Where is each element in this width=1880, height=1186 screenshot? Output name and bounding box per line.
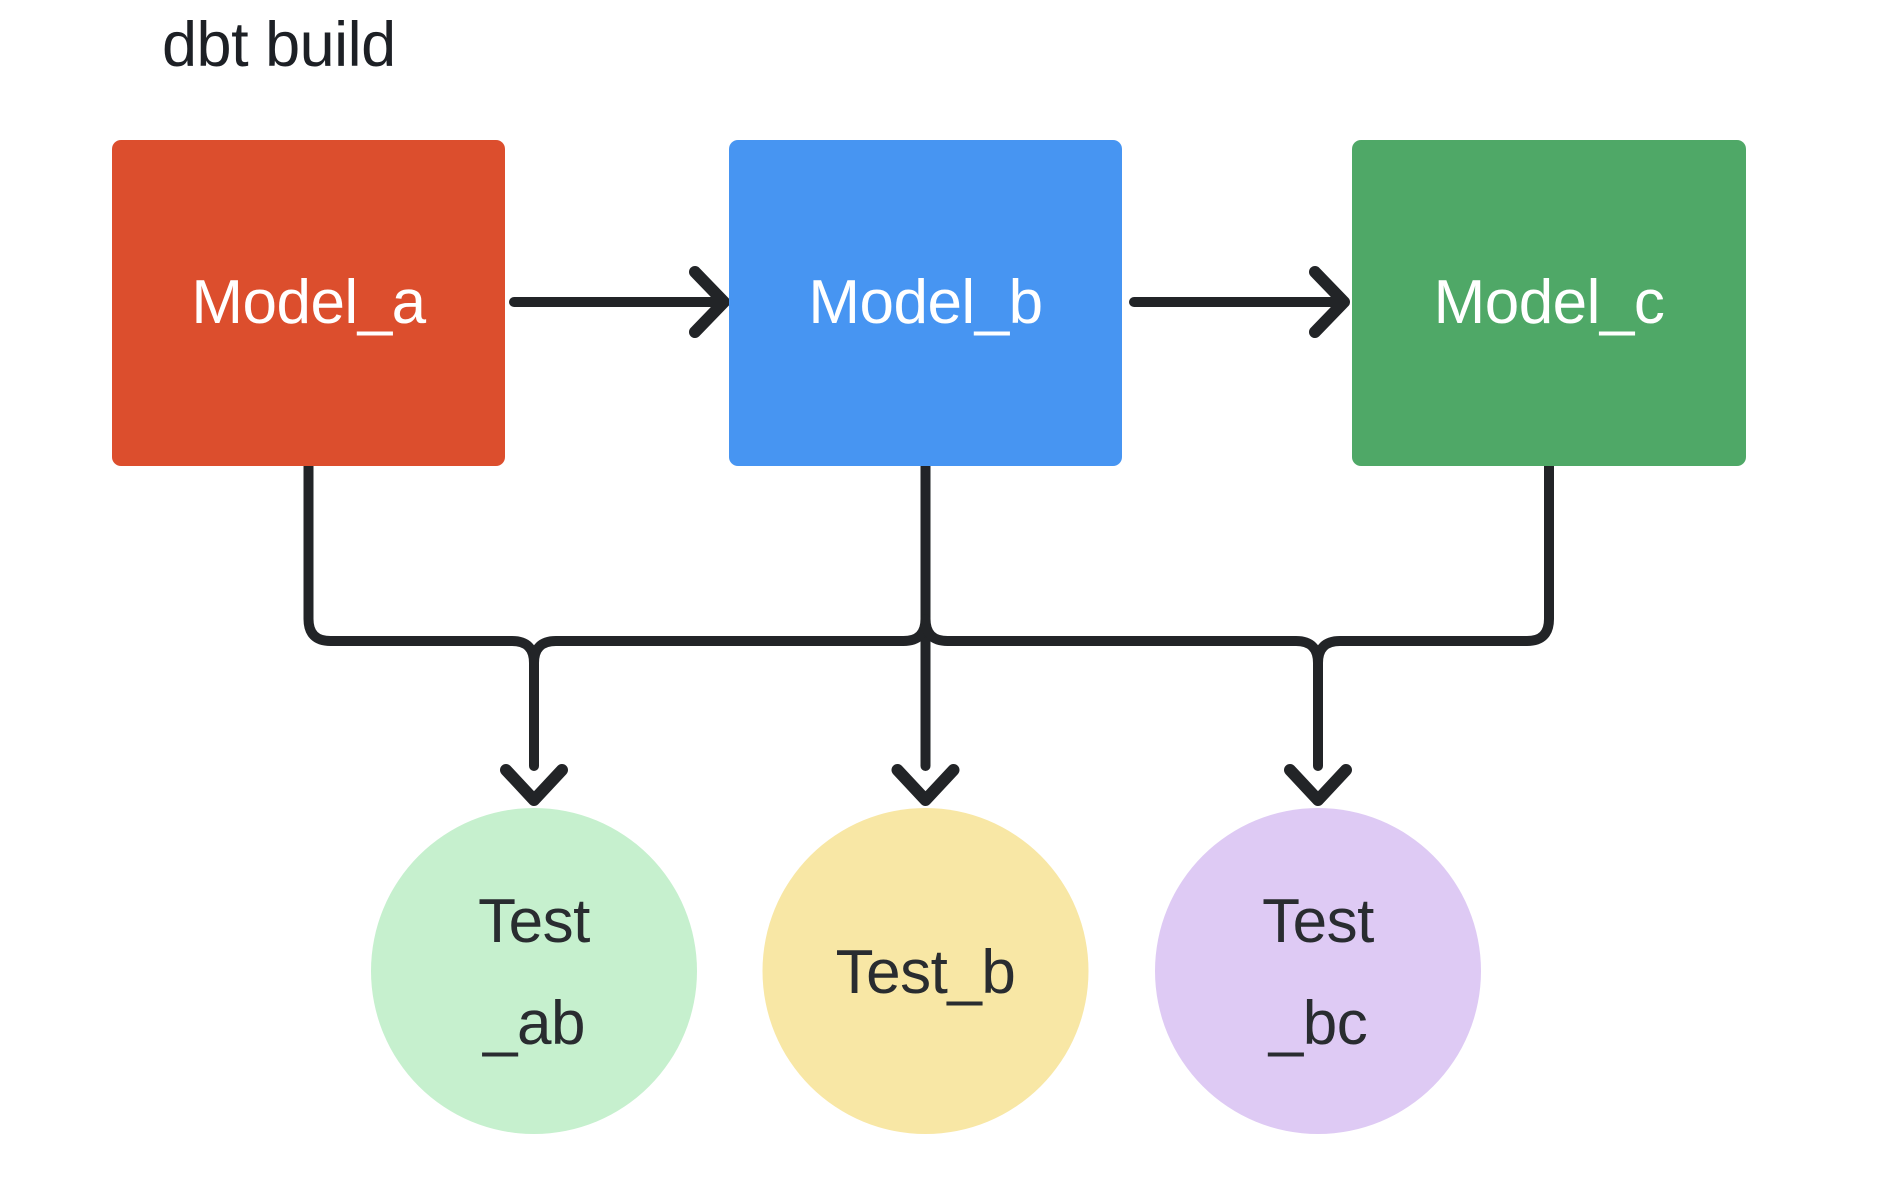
model-a-label: Model_a — [191, 268, 426, 337]
model-b-node — [729, 140, 1122, 466]
model-a-node — [112, 140, 505, 466]
edge-model-b-to-test-bc — [920, 614, 1323, 771]
model-c-node — [1352, 140, 1746, 466]
test-ab-node — [371, 808, 697, 1134]
arrowhead-model-b-to-model-c-icon — [1309, 266, 1350, 338]
model-b-label: Model_b — [808, 268, 1042, 337]
test-bc-node — [1155, 808, 1481, 1134]
edge-model-a-to-test-ab — [303, 461, 539, 771]
test-bc-label-line1: Test — [1262, 887, 1374, 956]
diagram-title: dbt build — [162, 10, 396, 80]
test-nodes: Test _ab Test_b Test _bc — [371, 808, 1481, 1134]
model-c-label: Model_c — [1434, 268, 1665, 337]
test-ab-label-line1: Test — [478, 887, 590, 956]
test-bc-label-line2: _bc — [1268, 989, 1367, 1058]
test-b-node — [762, 808, 1089, 1134]
arrowhead-to-test-ab-icon — [500, 764, 568, 806]
model-nodes: Model_a Model_b Model_c — [112, 140, 1746, 466]
test-b-label-line1: Test_b — [836, 938, 1016, 1007]
edge-model-c-to-test-bc — [1313, 461, 1554, 668]
arrowhead-to-test-b-icon — [891, 764, 960, 806]
test-ab-label-line2: _ab — [482, 989, 585, 1058]
arrowhead-model-a-to-model-b-icon — [689, 266, 730, 338]
edge-lines — [303, 266, 1554, 806]
arrowhead-to-test-bc-icon — [1284, 764, 1352, 806]
edge-model-b-to-test-ab — [529, 614, 931, 668]
